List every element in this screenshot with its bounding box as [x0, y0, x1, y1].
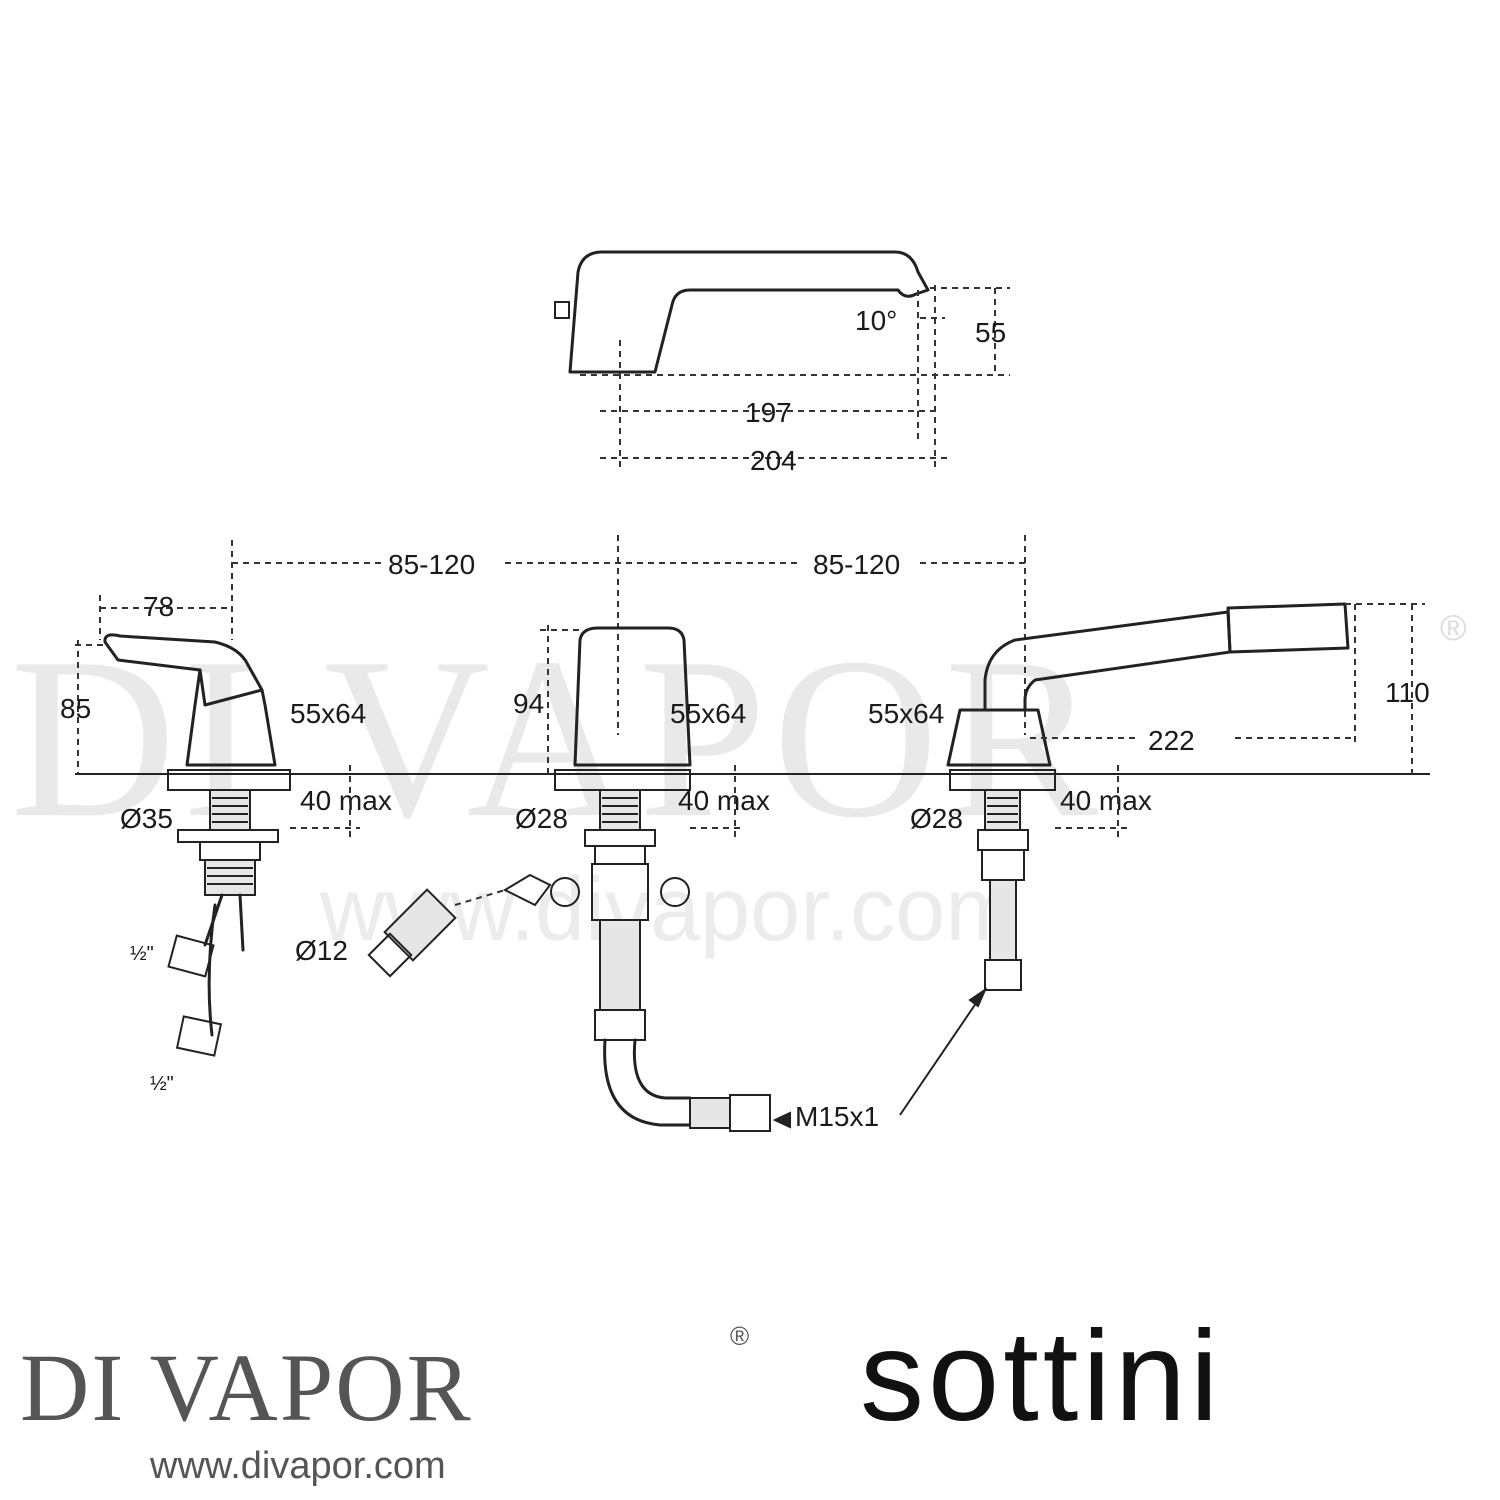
watermark: DI VAPOR ® www.divapor.com — [10, 607, 1467, 960]
rosette-right-label: 55x64 — [868, 698, 944, 729]
rosette-left-label: 55x64 — [290, 698, 366, 729]
valve-height-label: 94 — [513, 688, 544, 719]
spout-angle-label: 10° — [855, 305, 897, 336]
deck-left-label: 40 max — [300, 785, 392, 816]
spout-length-label: 204 — [750, 445, 797, 476]
rosette-center-label: 55x64 — [670, 698, 746, 729]
spout-reach-label: 197 — [745, 397, 792, 428]
hose-thread-label: M15x1 — [795, 1101, 879, 1132]
spout-drawing — [554, 250, 1010, 470]
shank-right-label: Ø28 — [910, 803, 963, 834]
deck-center-label: 40 max — [678, 785, 770, 816]
spacing-left-label: 85-120 — [388, 549, 475, 580]
supply-thread-1-label: ½" — [130, 943, 154, 965]
deck-thickness-markers — [290, 765, 1128, 840]
deck-right-label: 40 max — [1060, 785, 1152, 816]
handset-height-label: 110 — [1385, 677, 1430, 708]
handset-drawing — [946, 602, 1425, 991]
spout-height-label: 55 — [975, 317, 1006, 348]
partner-logo: sottini — [860, 1305, 1222, 1448]
mixer-drawing — [75, 633, 291, 1057]
handset-length-label: 222 — [1148, 725, 1195, 756]
footer-brand-logo: DI VAPOR — [20, 1334, 473, 1441]
footer-url: www.divapor.com — [149, 1445, 446, 1487]
spacing-right-label: 85-120 — [813, 549, 900, 580]
inlet-connector-label: Ø12 — [295, 935, 348, 966]
shank-left-label: Ø35 — [120, 803, 173, 834]
footer: DI VAPOR ® www.divapor.com sottini — [20, 1305, 1222, 1487]
hose-arrow — [772, 987, 988, 1129]
lever-height-label: 85 — [60, 693, 91, 724]
supply-thread-2-label: ½" — [150, 1073, 174, 1095]
diverter-drawing — [502, 625, 771, 1132]
inlet-connector-drawing — [367, 888, 506, 978]
lever-length-label: 78 — [143, 591, 174, 622]
shank-center-label: Ø28 — [515, 803, 568, 834]
footer-registered-mark: ® — [730, 1321, 749, 1351]
watermark-registered-mark: ® — [1440, 607, 1467, 648]
